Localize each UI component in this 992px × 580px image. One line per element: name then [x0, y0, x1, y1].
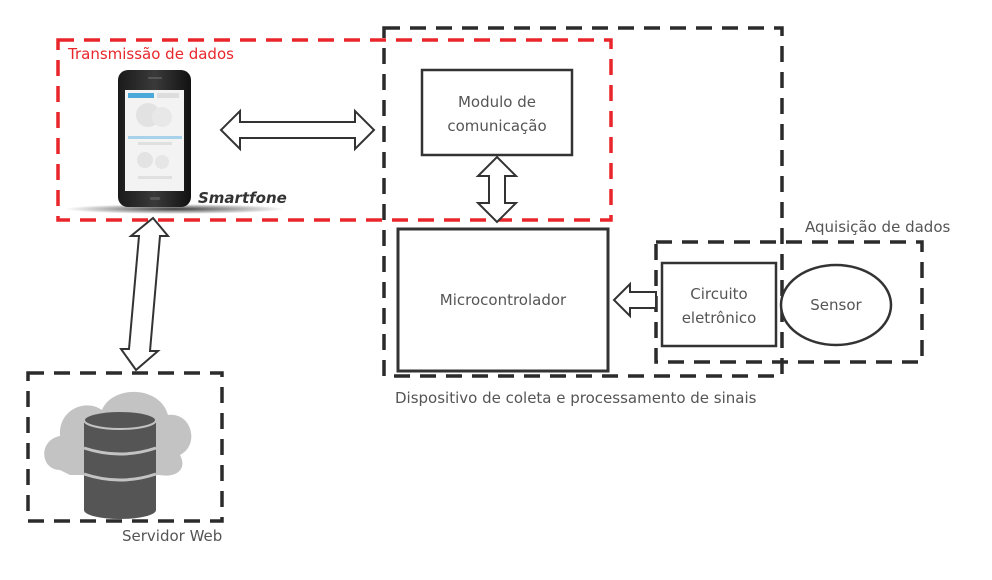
sensor-node: Sensor: [779, 263, 893, 347]
circuit-label-line1: Circuito: [690, 285, 747, 303]
arrow-phone-server: [119, 216, 171, 372]
microcontroller-label: Microcontrolador: [440, 291, 567, 309]
server-group-border: [26, 371, 224, 523]
cloud-database-icon: [44, 391, 192, 519]
smartphone-icon: [65, 70, 285, 214]
arrow-phone-comm: [219, 108, 376, 152]
arrow-circuit-micro: [612, 281, 657, 319]
comm-module-node: Modulo de comunicação: [420, 68, 574, 157]
sensor-label: Sensor: [810, 296, 862, 314]
microcontroller-node: Microcontrolador: [396, 227, 610, 373]
acquisition-group-label: Aquisição de dados: [805, 218, 950, 236]
arrow-comm-micro: [475, 155, 519, 224]
circuit-label-line2: eletrônico: [682, 309, 757, 327]
smartphone-label: Smartfone: [198, 189, 287, 207]
circuit-node: Circuito eletrônico: [660, 261, 778, 348]
comm-module-label-line1: Modulo de: [458, 93, 536, 111]
transmission-group-label: Transmissão de dados: [67, 45, 234, 63]
device-group-label: Dispositivo de coleta e processamento de…: [395, 389, 757, 407]
device-group-border: [382, 26, 784, 378]
server-group-label: Servidor Web: [122, 527, 222, 545]
comm-module-label-line2: comunicação: [447, 117, 546, 135]
